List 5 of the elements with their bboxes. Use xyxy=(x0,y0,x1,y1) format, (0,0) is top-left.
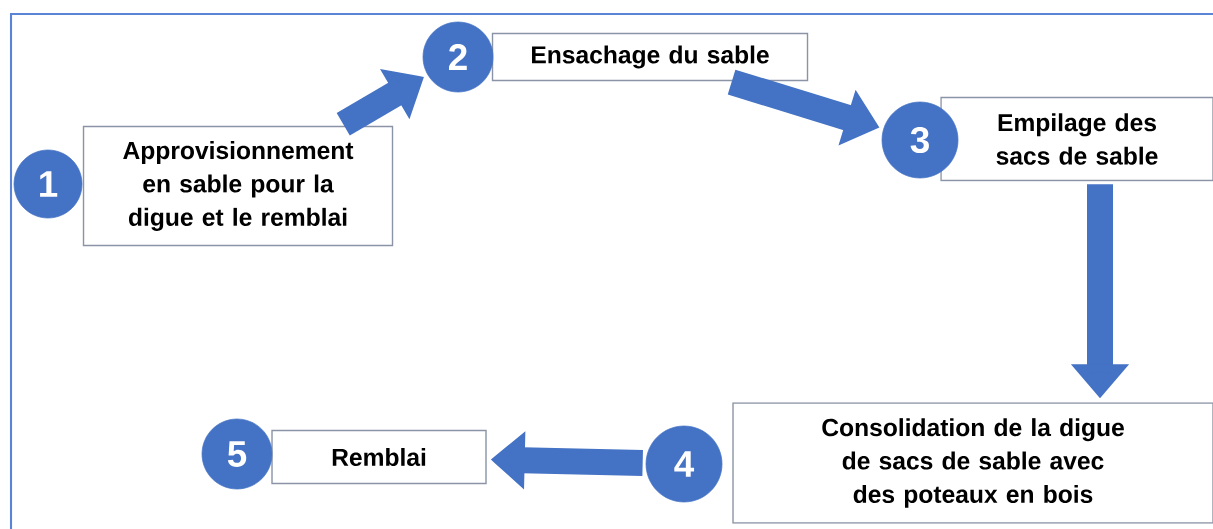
step-box: Empilage des sacs de sable xyxy=(940,96,1213,182)
step-box: Ensachage du sable xyxy=(491,32,809,82)
step-box: Remblai xyxy=(271,429,487,485)
step-box: Consolidation de la digue de sacs de sable avec des poteaux en bois xyxy=(732,402,1213,524)
step-box: Approvisionnement en sable pour la digue et le remblai xyxy=(82,125,394,247)
